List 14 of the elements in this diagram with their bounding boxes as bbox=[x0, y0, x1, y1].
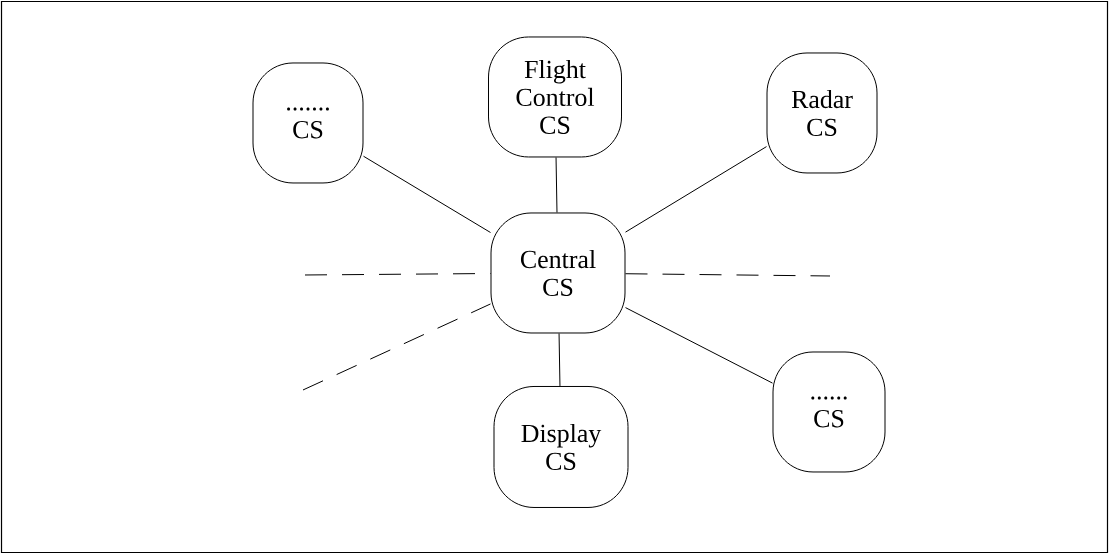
rounded-box: Display CS bbox=[493, 386, 629, 508]
rounded-box: Radar CS bbox=[766, 52, 878, 174]
connector-line bbox=[555, 157, 558, 213]
connector-line bbox=[625, 146, 767, 233]
dashed-line bbox=[302, 303, 491, 391]
rounded-box: ...... CS bbox=[772, 351, 886, 473]
connector-line bbox=[625, 307, 773, 384]
dashed-line bbox=[304, 273, 491, 276]
rounded-box: Flight Control CS bbox=[488, 36, 622, 158]
connector-line bbox=[558, 333, 561, 387]
connector-line bbox=[363, 155, 491, 233]
rounded-box: ....... CS bbox=[252, 62, 364, 184]
rounded-box: Central CS bbox=[490, 212, 626, 334]
dashed-line bbox=[625, 273, 831, 277]
